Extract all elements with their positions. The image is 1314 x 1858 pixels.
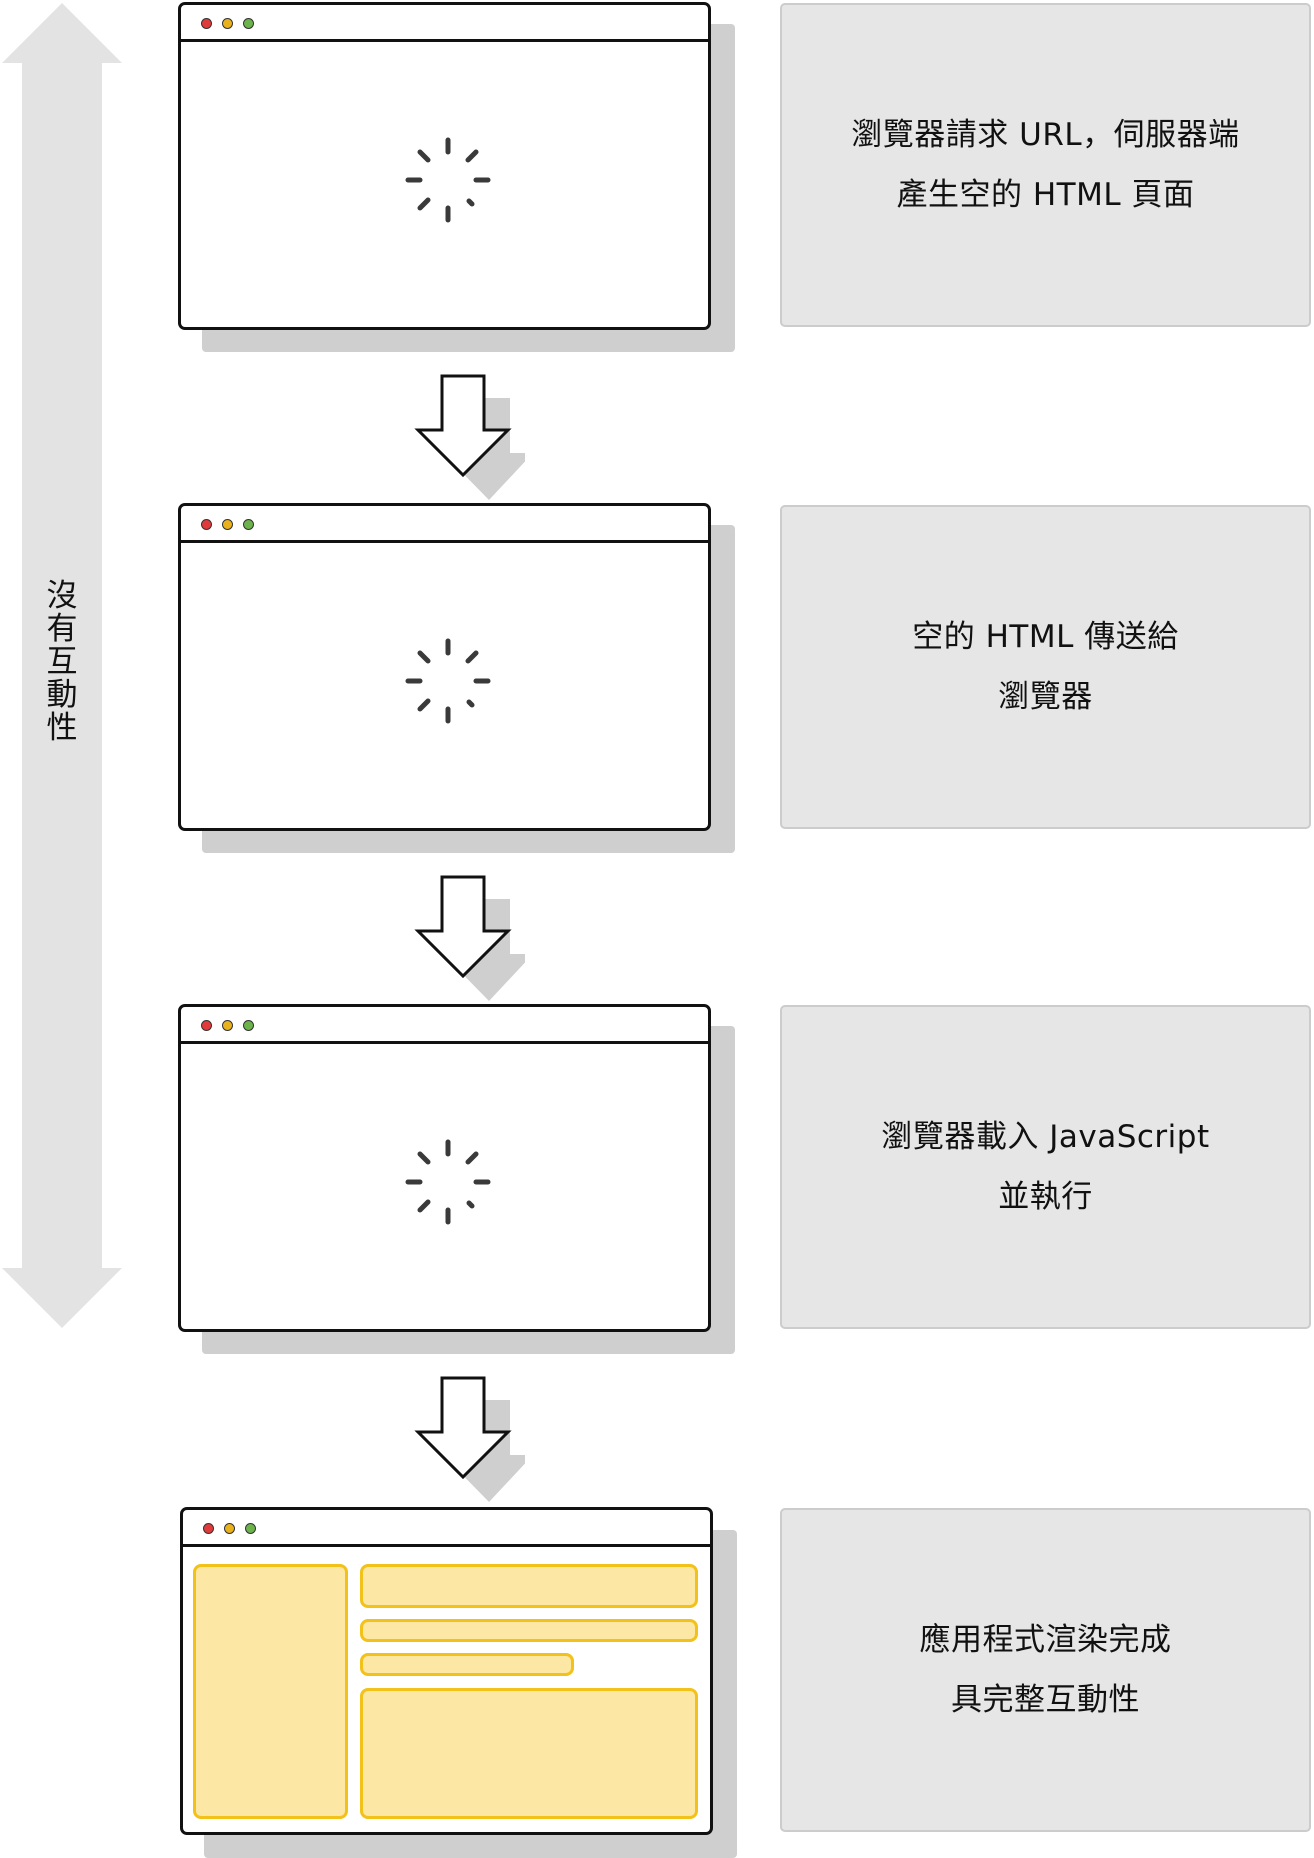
step-4-line-1: 應用程式渲染完成: [919, 1622, 1172, 1658]
line-placeholder-long: [360, 1619, 698, 1642]
maximize-dot-icon: [245, 1523, 256, 1534]
maximize-dot-icon: [243, 18, 254, 29]
side-label-char-2: 有: [46, 611, 78, 647]
close-dot-icon: [201, 519, 212, 530]
step-box-4: 應用程式渲染完成 具完整互動性: [780, 1508, 1311, 1832]
side-label-char-3: 互: [46, 644, 78, 680]
side-label-char-1: 沒: [46, 578, 78, 614]
step-1-line-1: 瀏覽器請求 URL，伺服器端: [851, 117, 1240, 153]
no-interactivity-label: 沒 有 互 動 性: [42, 580, 82, 745]
minimize-dot-icon: [224, 1523, 235, 1534]
down-arrow-icon: [414, 875, 525, 1001]
window-titlebar: [181, 1007, 708, 1044]
loading-spinner-icon: [405, 638, 491, 724]
maximize-dot-icon: [243, 519, 254, 530]
step-1-line-2: 產生空的 HTML 頁面: [896, 177, 1195, 213]
close-dot-icon: [201, 1020, 212, 1031]
line-placeholder-short: [360, 1653, 574, 1676]
close-dot-icon: [203, 1523, 214, 1534]
sidebar-placeholder: [193, 1564, 348, 1819]
minimize-dot-icon: [222, 18, 233, 29]
step-box-3: 瀏覽器載入 JavaScript 並執行: [780, 1005, 1311, 1329]
header-placeholder: [360, 1564, 698, 1608]
double-arrow-icon: [2, 3, 122, 1328]
side-label-char-5: 性: [46, 710, 78, 746]
close-dot-icon: [201, 18, 212, 29]
step-box-2: 空的 HTML 傳送給 瀏覽器: [780, 505, 1311, 829]
loading-spinner-icon: [405, 137, 491, 223]
window-titlebar: [181, 5, 708, 42]
step-4-line-2: 具完整互動性: [951, 1682, 1140, 1718]
step-2-line-2: 瀏覽器: [998, 679, 1093, 715]
content-placeholder: [360, 1688, 698, 1819]
side-label-char-4: 動: [46, 677, 78, 713]
browser-window-1: [178, 2, 711, 330]
down-arrow-icon: [414, 374, 525, 500]
maximize-dot-icon: [243, 1020, 254, 1031]
loading-spinner-icon: [405, 1139, 491, 1225]
minimize-dot-icon: [222, 1020, 233, 1031]
step-2-line-1: 空的 HTML 傳送給: [912, 619, 1179, 655]
down-arrow-icon: [414, 1376, 525, 1502]
step-3-line-2: 並執行: [998, 1179, 1093, 1215]
window-titlebar: [183, 1510, 710, 1547]
window-titlebar: [181, 506, 708, 543]
minimize-dot-icon: [222, 519, 233, 530]
browser-window-3: [178, 1004, 711, 1332]
step-box-1: 瀏覽器請求 URL，伺服器端 產生空的 HTML 頁面: [780, 3, 1311, 327]
browser-window-2: [178, 503, 711, 831]
step-3-line-1: 瀏覽器載入 JavaScript: [881, 1119, 1210, 1155]
browser-window-4: [180, 1507, 713, 1835]
